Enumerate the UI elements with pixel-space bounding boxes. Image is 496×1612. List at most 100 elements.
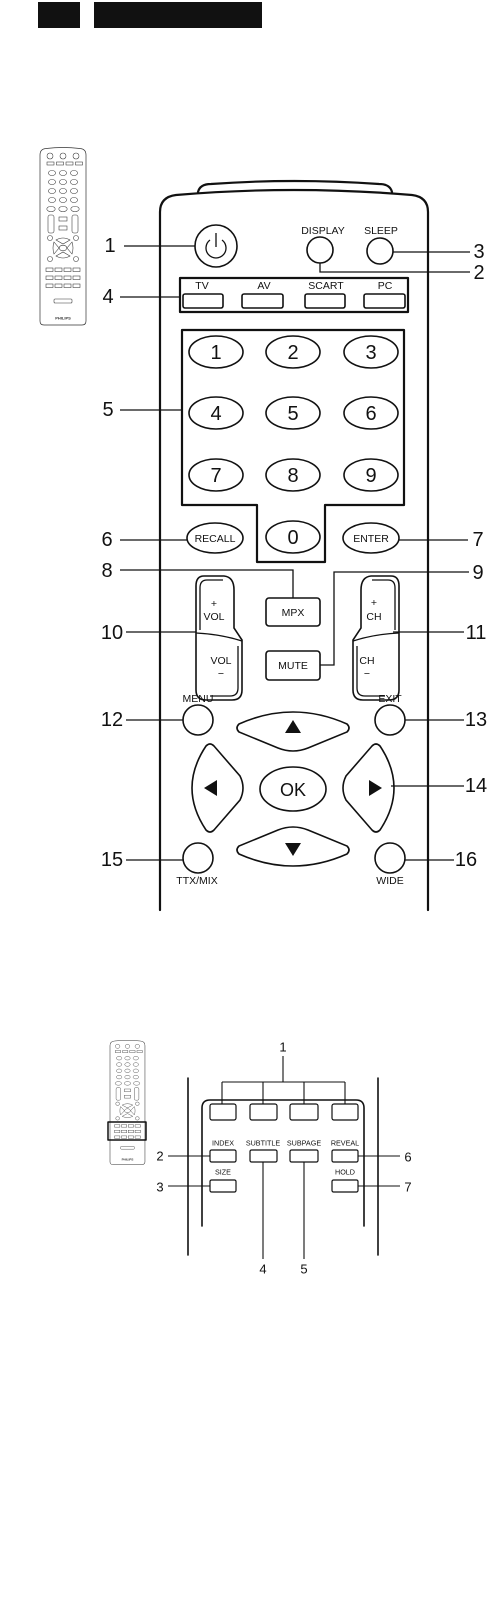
thumbnail-key bbox=[134, 1044, 140, 1049]
thumbnail-key bbox=[124, 1108, 131, 1113]
thumbnail-key bbox=[46, 206, 56, 212]
callout-9: 9 bbox=[472, 562, 483, 584]
recall-label: RECALL bbox=[195, 533, 236, 545]
thumbnail-key bbox=[72, 267, 81, 272]
teletext-panel-frame bbox=[201, 1099, 365, 1227]
thumbnail-key bbox=[128, 1130, 134, 1133]
thumbnail-key bbox=[47, 214, 55, 234]
thumbnail-brand: PHILIPS bbox=[122, 1158, 134, 1162]
volume-up-label: VOL bbox=[203, 611, 224, 623]
thumbnail-key bbox=[124, 1044, 130, 1049]
thumbnail-key bbox=[128, 1124, 134, 1128]
digit-label-5: 5 bbox=[287, 403, 298, 425]
thumbnail-key bbox=[58, 206, 68, 212]
digit-button-6 bbox=[343, 396, 399, 430]
teletext-callout-7: 7 bbox=[404, 1180, 411, 1195]
menu-button bbox=[182, 704, 214, 736]
channel-rocker-divider bbox=[352, 632, 400, 642]
thumbnail-key bbox=[124, 1075, 131, 1080]
teletext-color-button-4 bbox=[331, 1103, 359, 1121]
digit-button-8 bbox=[265, 458, 321, 492]
callout-14: 14 bbox=[465, 775, 487, 797]
thumbnail-key bbox=[122, 1050, 129, 1053]
thumbnail-key bbox=[48, 179, 56, 185]
thumbnail-key bbox=[46, 161, 55, 166]
ttx-mix-label: TTX/MIX bbox=[176, 875, 217, 887]
subtitle-button bbox=[249, 1149, 278, 1163]
thumbnail-key bbox=[135, 1116, 140, 1121]
leader-8 bbox=[120, 569, 294, 598]
thumbnail-key bbox=[134, 1130, 141, 1133]
thumbnail-key bbox=[124, 1068, 131, 1073]
thumbnail-key bbox=[52, 241, 60, 255]
source-label-pc: PC bbox=[378, 280, 393, 292]
thumbnail-key bbox=[66, 241, 74, 255]
thumbnail-key bbox=[115, 1044, 121, 1049]
callout-10: 10 bbox=[101, 622, 123, 644]
volume-rocker: + VOL VOL − bbox=[195, 575, 243, 701]
thumbnail-key bbox=[124, 1088, 131, 1092]
thumbnail-key bbox=[47, 256, 53, 262]
source-group-frame bbox=[178, 276, 410, 314]
thumbnail-key bbox=[115, 1050, 121, 1053]
digit-label-6: 6 bbox=[365, 403, 376, 425]
channel-down-minus: − bbox=[364, 668, 370, 680]
thumbnail-key bbox=[124, 1062, 131, 1067]
enter-label: ENTER bbox=[353, 533, 389, 545]
callout-15: 15 bbox=[101, 849, 123, 871]
subpage-label: SUBPAGE bbox=[287, 1139, 321, 1148]
hold-label: HOLD bbox=[335, 1168, 355, 1177]
volume-down-bevel bbox=[210, 646, 239, 697]
power-icon-arc bbox=[205, 239, 227, 259]
digit-label-1: 1 bbox=[210, 342, 221, 364]
teletext-callout-3: 3 bbox=[156, 1180, 163, 1195]
leader-2 bbox=[319, 263, 470, 273]
mute-label: MUTE bbox=[278, 660, 308, 672]
callout-7: 7 bbox=[472, 529, 483, 551]
header-tab-block bbox=[38, 2, 80, 28]
thumbnail-key bbox=[73, 235, 79, 241]
thumbnail-key bbox=[121, 1103, 134, 1109]
channel-up-label: CH bbox=[366, 611, 381, 623]
teletext-leader-1-bar bbox=[221, 1081, 346, 1104]
index-button bbox=[209, 1149, 237, 1163]
arrow-down-icon bbox=[285, 843, 301, 856]
wide-button bbox=[374, 842, 406, 874]
teletext-color-button-3 bbox=[289, 1103, 319, 1121]
channel-rocker: + CH CH − bbox=[352, 575, 400, 701]
channel-up-plus: + bbox=[371, 597, 377, 609]
teletext-color-button-2 bbox=[249, 1103, 278, 1121]
thumbnail-key bbox=[72, 283, 81, 288]
digit-button-2 bbox=[265, 335, 321, 369]
thumbnail-key bbox=[121, 1135, 127, 1139]
callout-6: 6 bbox=[101, 529, 112, 551]
channel-up-bevel bbox=[372, 579, 396, 630]
thumbnail-keys bbox=[45, 152, 83, 304]
thumbnail-key bbox=[124, 1081, 131, 1086]
size-button bbox=[209, 1179, 237, 1193]
thumbnail-key bbox=[59, 170, 67, 176]
thumbnail-key bbox=[63, 283, 72, 288]
number-pad: 1 2 3 4 5 6 7 8 9 0 bbox=[188, 335, 399, 554]
digit-label-9: 9 bbox=[365, 465, 376, 487]
thumbnail-key bbox=[56, 161, 64, 166]
digit-label-3: 3 bbox=[365, 342, 376, 364]
header bbox=[38, 2, 262, 28]
thumbnail-key bbox=[134, 1087, 140, 1101]
digit-button-5 bbox=[265, 396, 321, 430]
arrow-left-icon bbox=[204, 780, 217, 796]
thumbnail-key bbox=[124, 1056, 131, 1061]
thumbnail-outline bbox=[109, 1040, 146, 1165]
thumbnail-key bbox=[136, 1050, 143, 1053]
thumbnail-key bbox=[73, 256, 79, 262]
number-pad-frame bbox=[180, 328, 406, 564]
thumbnail-key bbox=[48, 170, 56, 176]
hold-button bbox=[331, 1179, 359, 1193]
thumbnail-key bbox=[134, 1135, 141, 1139]
source-label-av: AV bbox=[257, 280, 270, 292]
menu-label: MENU bbox=[183, 693, 214, 705]
nav-left-button bbox=[191, 743, 244, 833]
thumbnail-key bbox=[115, 1087, 121, 1101]
size-label: SIZE bbox=[215, 1168, 231, 1177]
